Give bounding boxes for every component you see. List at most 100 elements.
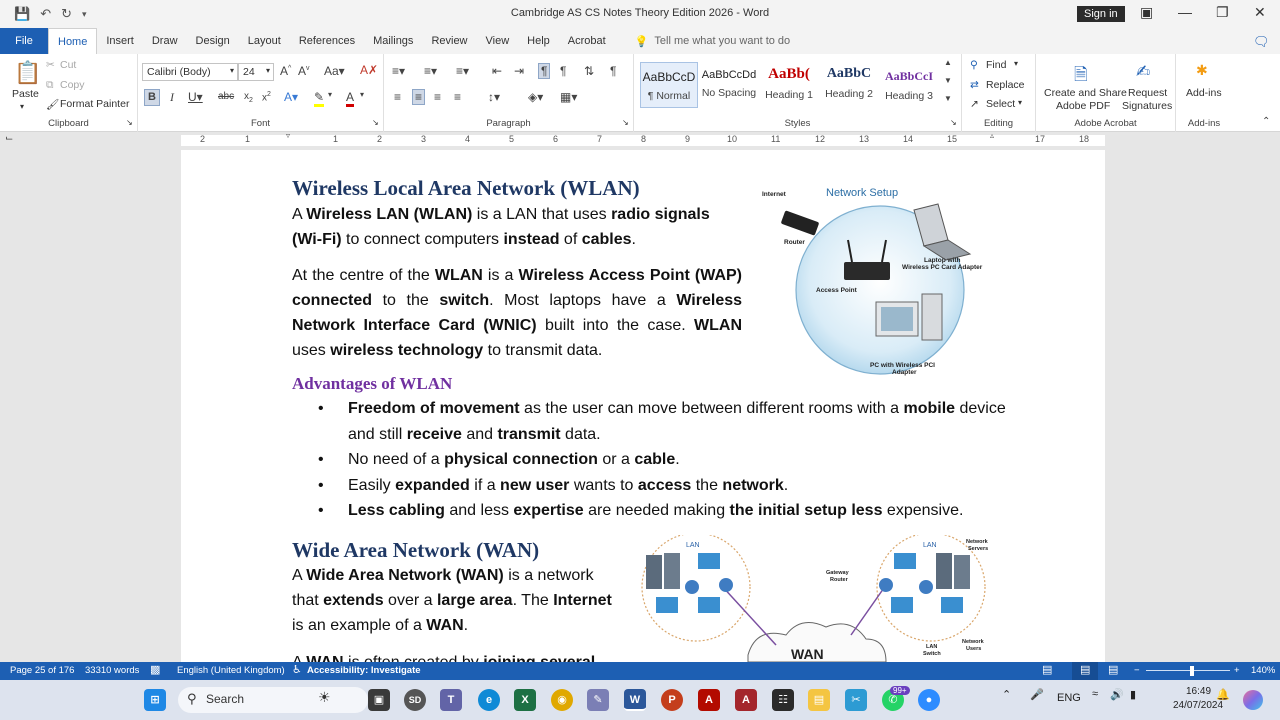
font-name-combo[interactable]: Calibri (Body) ▾ (142, 63, 238, 81)
request-line2[interactable]: Signatures (1122, 100, 1173, 112)
underline-icon[interactable]: U▾ (188, 90, 203, 104)
web-layout-icon[interactable]: ▤ (1108, 664, 1119, 676)
battery-icon[interactable]: ▮ (1130, 689, 1137, 701)
undo-icon[interactable]: ↶ (40, 6, 52, 21)
sd-app-icon[interactable]: SD (404, 689, 426, 711)
tab-references[interactable]: References (298, 35, 356, 47)
font-color-icon[interactable]: A (346, 90, 355, 107)
format-painter-button[interactable]: Format Painter (60, 98, 130, 110)
replace-button[interactable]: Replace (986, 79, 1025, 91)
customize-qa-icon[interactable]: ▾ (82, 8, 87, 19)
print-layout-icon[interactable] (1072, 662, 1098, 680)
rtl-icon[interactable]: ¶ (560, 64, 567, 78)
style-heading-2[interactable]: AaBbC Heading 2 (825, 66, 873, 100)
styles-more-icon[interactable]: ▼ (944, 94, 952, 103)
excel-icon[interactable]: X (514, 689, 536, 711)
ribbon-display-icon[interactable]: ▣ (1140, 4, 1154, 20)
align-right-icon[interactable]: ≡ (434, 90, 442, 104)
text-effects-icon[interactable]: A▾ (284, 90, 299, 104)
clock-time[interactable]: 16:49 (1186, 686, 1212, 697)
access-icon[interactable]: A (735, 689, 757, 711)
read-mode-icon[interactable]: ▤ (1042, 664, 1053, 676)
tab-view[interactable]: View (485, 35, 510, 47)
taskbar-search[interactable]: ⚲ Search ☀ (178, 687, 368, 713)
save-icon[interactable]: 💾 (14, 6, 31, 21)
addins-icon[interactable]: ✱ (1196, 62, 1208, 78)
tell-me-box[interactable]: 💡 Tell me what you want to do (615, 28, 798, 54)
align-center-icon[interactable]: ≡ (412, 89, 426, 105)
styles-scroll-up-icon[interactable]: ▲ (944, 58, 952, 67)
cut-icon[interactable]: ✂ (46, 59, 55, 71)
tab-review[interactable]: Review (431, 35, 468, 47)
tab-insert[interactable]: Insert (106, 35, 134, 47)
grow-font-icon[interactable]: A^ (280, 64, 292, 78)
minimize-button[interactable]: — (1178, 4, 1192, 20)
chevron-down-icon[interactable]: ▾ (1018, 98, 1023, 107)
find-button[interactable]: Find (986, 59, 1007, 71)
request-signatures-icon[interactable]: ✍ (1136, 62, 1151, 81)
styles-scroll-down-icon[interactable]: ▼ (944, 76, 952, 85)
change-case-icon[interactable]: Aa▾ (324, 64, 345, 78)
style-normal[interactable]: AaBbCcD ¶ Normal (640, 62, 698, 108)
style-no-spacing[interactable]: AaBbCcDd No Spacing (701, 69, 757, 99)
tab-file[interactable]: File (0, 28, 48, 54)
right-indent-marker-icon[interactable]: ▵ (990, 131, 995, 140)
language-status[interactable]: English (United Kingdom) (177, 665, 285, 676)
accessibility-status[interactable]: Accessibility: Investigate (307, 665, 421, 676)
cut-button[interactable]: Cut (60, 59, 77, 71)
windows-start-icon[interactable]: ⊞ (144, 689, 166, 711)
tab-home[interactable]: Home (48, 28, 98, 54)
tab-stop-icon[interactable]: ⌙ (5, 133, 14, 144)
select-icon[interactable]: ↗ (970, 98, 979, 110)
zoom-level[interactable]: 140% (1251, 665, 1276, 676)
addins-button[interactable]: Add-ins (1186, 87, 1222, 99)
paste-dropdown-icon[interactable]: ▾ (20, 102, 25, 111)
paste-button[interactable]: Paste (12, 88, 39, 100)
ltr-icon[interactable]: ¶ (538, 63, 551, 79)
shrink-font-icon[interactable]: Av (298, 64, 310, 78)
style-heading-3[interactable]: AaBbCcI Heading 3 (884, 69, 933, 102)
font-launcher-icon[interactable]: ↘ (372, 118, 379, 127)
terminal-icon[interactable]: ☷ (772, 689, 794, 711)
multilevel-list-icon[interactable]: ≡▾ (456, 64, 470, 78)
snipping-tool-icon[interactable]: ✂ (845, 689, 867, 711)
tab-draw[interactable]: Draw (151, 35, 178, 47)
ruler-strip[interactable] (181, 135, 1105, 146)
styles-launcher-icon[interactable]: ↘ (950, 118, 957, 127)
subscript-icon[interactable]: x2 (244, 91, 253, 104)
justify-icon[interactable]: ≡ (454, 90, 462, 104)
network-setup-image[interactable]: Network Setup Internet Router Laptop wit… (756, 182, 996, 380)
select-button[interactable]: Select (986, 98, 1016, 110)
sort-icon[interactable]: ⇅ (584, 64, 595, 78)
zoom-app-icon[interactable]: ● (918, 689, 940, 711)
close-button[interactable]: ✕ (1254, 4, 1266, 20)
wifi-icon[interactable]: ≈ (1092, 688, 1099, 700)
shading-icon[interactable]: ◈▾ (528, 90, 544, 104)
zoom-slider-thumb[interactable] (1190, 666, 1194, 676)
teams-icon[interactable]: T (440, 689, 462, 711)
tray-overflow-icon[interactable]: ⌃ (1002, 689, 1012, 701)
collapse-ribbon-icon[interactable]: ⌃ (1262, 116, 1271, 127)
chevron-down-icon[interactable]: ▾ (1014, 59, 1019, 68)
borders-icon[interactable]: ▦▾ (560, 90, 578, 104)
document-page[interactable]: Wireless Local Area Network (WLAN) A Wir… (181, 150, 1105, 662)
font-size-combo[interactable]: 24 ▾ (238, 63, 274, 81)
task-view-icon[interactable]: ▣ (368, 689, 390, 711)
request-line1[interactable]: Request (1128, 87, 1168, 99)
edge-icon[interactable]: e (478, 689, 500, 711)
tab-design[interactable]: Design (195, 35, 230, 47)
volume-icon[interactable]: 🔊 (1110, 689, 1124, 701)
show-marks-icon[interactable]: ¶ (610, 64, 617, 78)
italic-icon[interactable]: I (170, 90, 174, 104)
line-spacing-icon[interactable]: ↕▾ (488, 90, 501, 104)
replace-icon[interactable]: ⇄ (970, 79, 979, 91)
accessibility-icon[interactable]: ♿ (292, 664, 302, 676)
increase-indent-icon[interactable]: ⇥ (514, 64, 525, 78)
chrome-icon[interactable]: ◉ (551, 689, 573, 711)
redo-icon[interactable]: ↻ (61, 6, 72, 21)
comments-icon[interactable]: 🗨 (1253, 34, 1270, 49)
chevron-down-icon[interactable]: ▾ (328, 90, 333, 99)
copilot-icon[interactable] (1243, 690, 1263, 710)
superscript-icon[interactable]: x2 (262, 91, 271, 104)
notifications-icon[interactable]: 🔔 (1216, 689, 1230, 701)
